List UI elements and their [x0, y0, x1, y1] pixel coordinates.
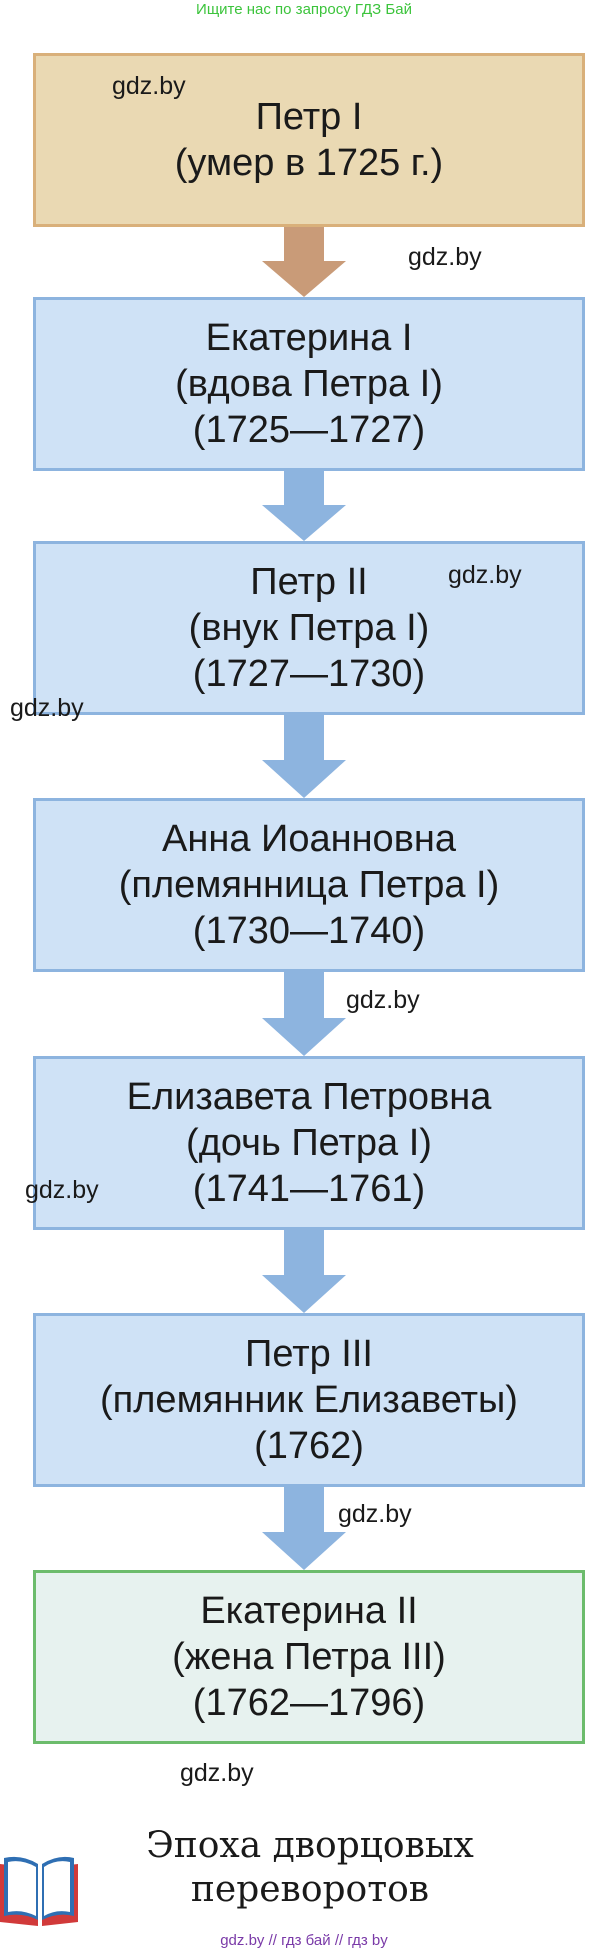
box-peter-1: Петр I (умер в 1725 г.) — [33, 53, 585, 227]
arrow-down-icon — [262, 715, 346, 798]
box-years: (1725—1727) — [192, 409, 426, 451]
box-title: Екатерина II — [200, 1590, 418, 1632]
arrow-down-icon — [262, 227, 346, 297]
book-icon — [0, 1856, 78, 1926]
box-subtitle: (умер в 1725 г.) — [174, 142, 444, 184]
footer-title: Эпоха дворцовых переворотов — [120, 1824, 500, 1912]
box-years: (1762—1796) — [192, 1682, 426, 1724]
arrow-down-icon — [262, 471, 346, 541]
box-years: (1741—1761) — [192, 1168, 426, 1210]
footer-title-line2: переворотов — [190, 1869, 430, 1910]
box-catherine-2: Екатерина II (жена Петра III) (1762—1796… — [33, 1570, 585, 1744]
watermark: gdz.by — [408, 243, 482, 271]
box-years: (1762) — [254, 1425, 364, 1467]
watermark: gdz.by — [180, 1759, 254, 1787]
box-years: (1730—1740) — [192, 910, 426, 952]
box-title: Екатерина I — [205, 317, 413, 359]
watermark: gdz.by — [448, 561, 522, 589]
box-subtitle: (вдова Петра I) — [175, 363, 443, 405]
box-catherine-1: Екатерина I (вдова Петра I) (1725—1727) — [33, 297, 585, 471]
box-title: Петр III — [245, 1333, 373, 1375]
box-peter-3: Петр III (племянник Елизаветы) (1762) — [33, 1313, 585, 1487]
bottom-banner[interactable]: gdz.by // гдз бай // гдз by — [220, 1932, 388, 1949]
box-title: Петр I — [255, 96, 363, 138]
box-title: Елизавета Петровна — [126, 1076, 492, 1118]
footer-title-line1: Эпоха дворцовых — [146, 1825, 474, 1866]
watermark: gdz.by — [338, 1500, 412, 1528]
box-title: Анна Иоанновна — [162, 818, 456, 860]
box-subtitle: (дочь Петра I) — [186, 1122, 432, 1164]
box-peter-2: Петр II (внук Петра I) (1727—1730) — [33, 541, 585, 715]
box-subtitle: (внук Петра I) — [188, 607, 430, 649]
arrow-down-icon — [262, 972, 346, 1056]
arrow-down-icon — [262, 1230, 346, 1313]
box-subtitle: (племянник Елизаветы) — [100, 1379, 518, 1421]
box-anna: Анна Иоанновна (племянница Петра I) (173… — [33, 798, 585, 972]
watermark: gdz.by — [112, 72, 186, 100]
watermark: gdz.by — [10, 694, 84, 722]
top-banner[interactable]: Ищите нас по запросу ГДЗ Бай — [196, 1, 412, 18]
watermark: gdz.by — [346, 986, 420, 1014]
watermark: gdz.by — [25, 1176, 99, 1204]
box-subtitle: (жена Петра III) — [172, 1636, 446, 1678]
arrow-down-icon — [262, 1487, 346, 1570]
box-title: Петр II — [250, 561, 368, 603]
box-subtitle: (племянница Петра I) — [118, 864, 500, 906]
box-years: (1727—1730) — [192, 653, 426, 695]
box-elizabeth: Елизавета Петровна (дочь Петра I) (1741—… — [33, 1056, 585, 1230]
